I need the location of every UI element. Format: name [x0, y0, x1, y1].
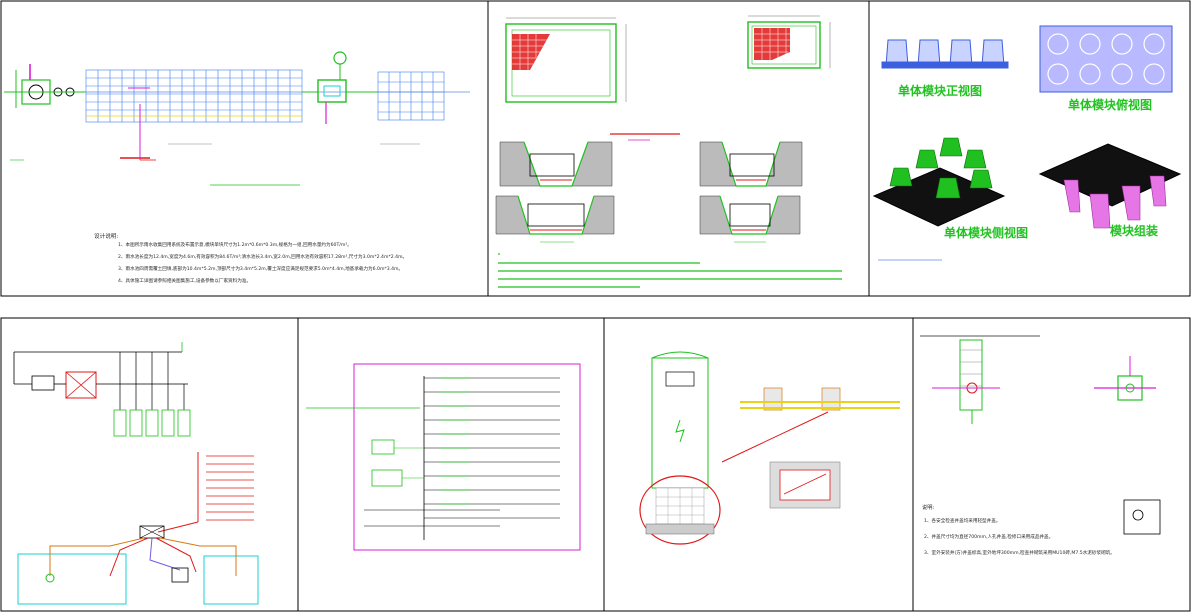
module-top-view	[1039, 25, 1173, 93]
module-assembly-view	[1038, 143, 1182, 229]
trench-section-2	[699, 141, 803, 187]
design-note-3: 3、雨水池四周需覆土回填,底部为10.4m*5.2m,顶部尺寸为3.4m*5.2…	[118, 267, 404, 272]
module-front-view	[881, 39, 1009, 69]
frame-electrical-schematic	[0, 317, 299, 612]
cable-schedule	[206, 455, 254, 521]
feeder-lines	[119, 352, 185, 410]
module-views-drawing	[872, 25, 1182, 261]
clean-tank-grid	[377, 71, 445, 121]
inspection-wells-drawing	[920, 335, 1161, 535]
design-note-2: 2、雨水池长度为12.4m,宽度为4.6m,有效容积为84.6T/m³;清水池长…	[118, 255, 408, 260]
frame-control-wiring	[297, 317, 605, 612]
trench-section-4	[699, 195, 801, 235]
module-assembly-label: 模块组装	[1110, 224, 1159, 238]
trench-section-1	[499, 141, 613, 187]
well-note-1: 1、各安全检查井盖均采用轻型井盖。	[924, 519, 1001, 524]
electrical-schematic-drawing	[13, 342, 259, 605]
tank-outline-right	[203, 555, 259, 605]
module-iso-view	[872, 137, 1006, 227]
frame-inspection-wells	[912, 317, 1191, 612]
frame-module-views	[868, 0, 1191, 297]
frame-site-plan	[0, 0, 489, 297]
module-iso-view-label: 单体模块侧视图	[944, 226, 1029, 240]
design-notes-title: 设计说明:	[94, 234, 119, 240]
feeder-boxes	[113, 409, 191, 437]
control-cabinet-drawing	[639, 351, 900, 545]
design-note-4: 4、具体施工详图请参照相关图集施工,设备参数以厂家资料为准。	[118, 279, 252, 284]
module-front-view-label: 单体模块正视图	[898, 84, 983, 98]
tank-sections-drawing	[495, 15, 842, 288]
module-grid	[85, 69, 303, 123]
well-note-3: 3、室外安装井(方)井盖标高,室外地坪300mm,检查井砌筑采用MU10砖,M7…	[924, 551, 1115, 556]
trench-section-3	[495, 195, 615, 235]
well-note-2: 2、井盖尺寸均为直径700mm,人孔井盖,检修口采用成品井盖。	[924, 535, 1054, 540]
design-note-1: 1、本图所示雨水收集回用系统及布置示意,模块单块尺寸为1.2m*0.6m*0.3…	[118, 243, 352, 248]
section-notes-lines	[498, 253, 842, 288]
well-notes-title: 说明:	[922, 505, 935, 511]
site-plan-drawing	[4, 51, 470, 186]
frame-control-cabinet	[603, 317, 914, 612]
control-wiring-drawing	[306, 363, 581, 551]
tank-outline-left	[17, 553, 127, 605]
module-top-view-label: 单体模块俯视图	[1068, 98, 1153, 112]
frame-tank-sections	[487, 0, 870, 297]
